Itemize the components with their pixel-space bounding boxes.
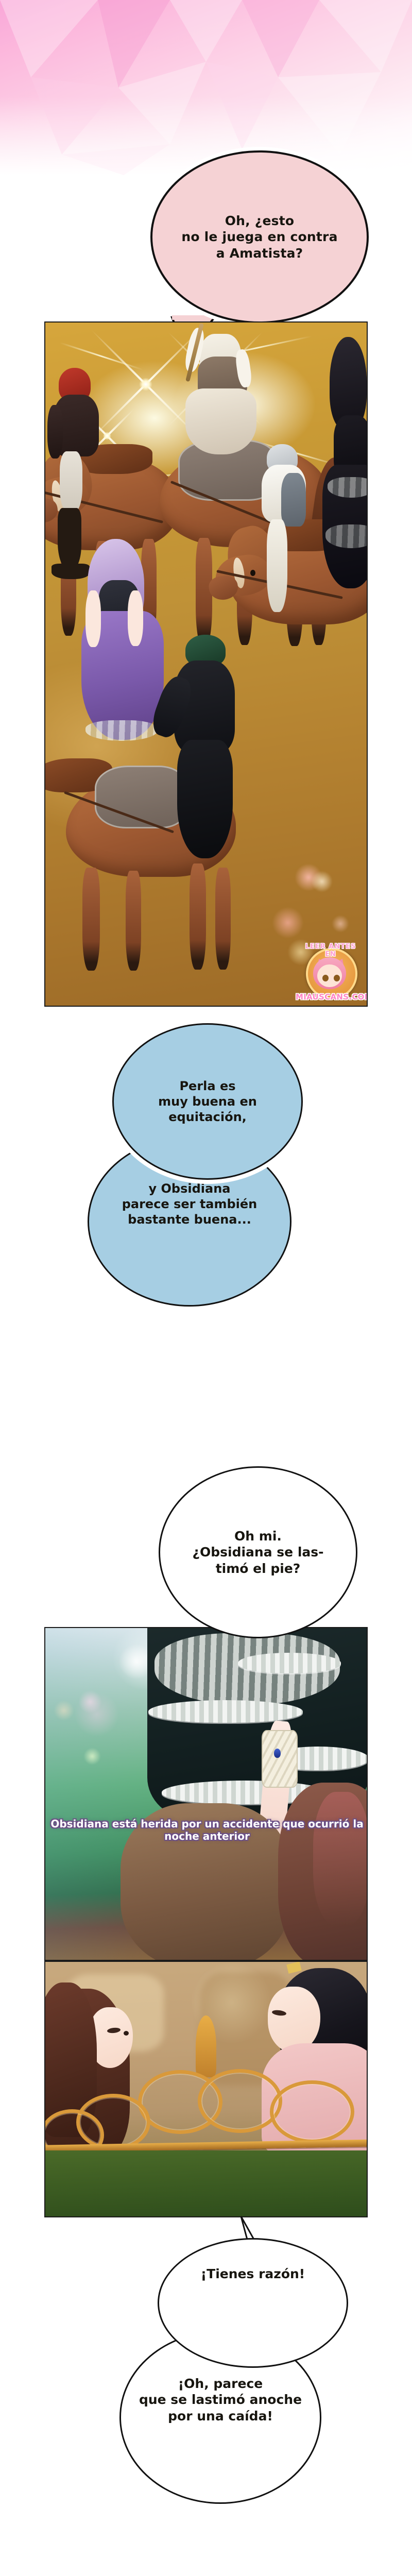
- speech-bubble-6-text: ¡Oh, parece que se lastimó anoche por un…: [139, 2376, 302, 2424]
- panel-2: Obsidiana está herida por un accidente q…: [44, 1627, 368, 1961]
- thought-bubble-3-text: y Obsidiana parece ser también bastante …: [122, 1181, 258, 1227]
- panel-3: [44, 1961, 368, 2217]
- speech-bubble-4[interactable]: Oh mi. ¿Obsidiana se las- timó el pie?: [159, 1466, 357, 1638]
- watermark-bottom-text: MIAUSCANS.COM: [296, 992, 368, 1002]
- thought-bubble-2[interactable]: Perla es muy buena en equitación,: [112, 1023, 303, 1180]
- panel-1: LEER ANTES EN MIAUSCANS.COM: [44, 321, 368, 1007]
- railing-finial: [196, 2015, 216, 2077]
- gem-icon: [274, 1749, 281, 1758]
- watermark-top-text: LEER ANTES EN: [305, 943, 356, 958]
- header-gradient-background: [0, 0, 412, 175]
- speech-bubble-1[interactable]: Oh, ¿esto no le juega en contra a Amatis…: [150, 150, 369, 324]
- watermark: LEER ANTES EN MIAUSCANS.COM: [296, 939, 367, 1002]
- speech-bubble-5-text: ¡Tienes razón!: [200, 2266, 305, 2282]
- speech-bubble-1-text: Oh, ¿esto no le juega en contra a Amatis…: [181, 213, 338, 261]
- speech-bubble-4-text: Oh mi. ¿Obsidiana se las- timó el pie?: [192, 1528, 324, 1576]
- narration-caption-1: Obsidiana está herida por un accidente q…: [50, 1818, 364, 1843]
- bandage: [262, 1730, 298, 1788]
- speech-bubble-5[interactable]: ¡Tienes razón!: [158, 2238, 348, 2368]
- polygon-pattern: [0, 0, 412, 175]
- thought-bubble-2-text: Perla es muy buena en equitación,: [158, 1078, 257, 1125]
